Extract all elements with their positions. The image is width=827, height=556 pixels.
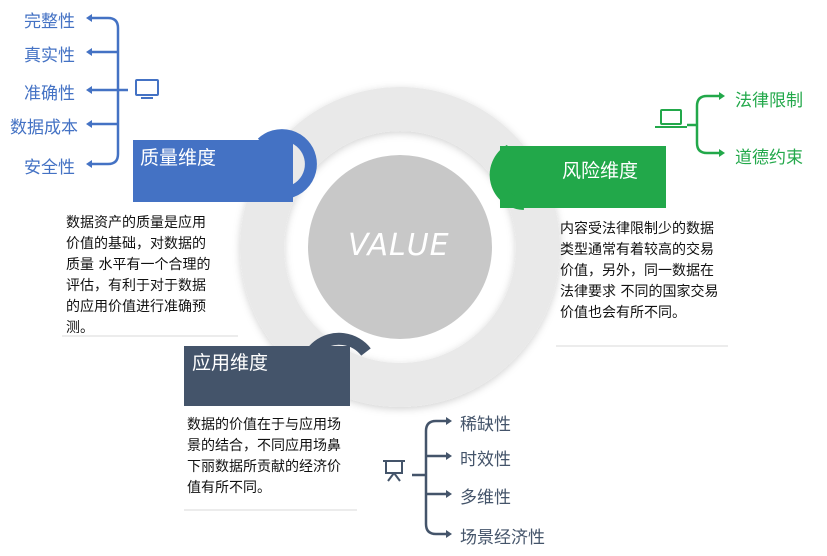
value-ring (240, 87, 560, 407)
application-description: 数据的价值在于与应用场景的结合，不同应用场鼻下丽数据所贡献的经济价值有所不同。 (187, 417, 341, 496)
presentation-board-icon (383, 460, 405, 482)
application-item-multidimensionality: 多维性 (460, 488, 511, 508)
quality-item-data-cost: 数据成本 (10, 118, 78, 138)
application-bracket (412, 417, 452, 538)
application-title: 应用维度 (192, 351, 269, 374)
monitor-icon (135, 79, 159, 99)
quality-item-authenticity: 真实性 (24, 46, 75, 66)
quality-title: 质量维度 (140, 146, 217, 169)
application-box (184, 346, 350, 406)
risk-item-legal-limits: 法律限制 (735, 91, 803, 111)
laptop-icon (655, 109, 687, 128)
risk-description: 内容受法律限制少的数据类型通常有着较高的交易价值，另外，同一数据在法律要求 不同… (560, 221, 719, 321)
value-core (308, 155, 492, 339)
quality-hook (257, 129, 317, 200)
quality-item-accuracy: 准确性 (24, 84, 75, 104)
application-item-timeliness: 时效性 (460, 450, 511, 470)
application-item-scarcity: 稀缺性 (460, 415, 511, 435)
risk-bracket (687, 92, 725, 157)
application-item-scenario-economy: 场景经济性 (460, 528, 545, 548)
risk-box (500, 146, 666, 208)
risk-item-ethical-constraints: 道德约束 (735, 148, 803, 168)
application-hook (298, 332, 371, 398)
quality-bracket (86, 14, 128, 168)
center-value-label: VALUE (348, 228, 450, 263)
risk-hook (489, 144, 525, 210)
risk-title: 风险维度 (562, 159, 639, 182)
quality-box (133, 140, 293, 202)
quality-item-completeness: 完整性 (24, 12, 75, 32)
quality-description: 数据资产的质量是应用价值的基础，对数据的质量 水平有一个合理的评估，有利于对于数… (66, 215, 211, 336)
quality-item-security: 安全性 (24, 158, 75, 178)
